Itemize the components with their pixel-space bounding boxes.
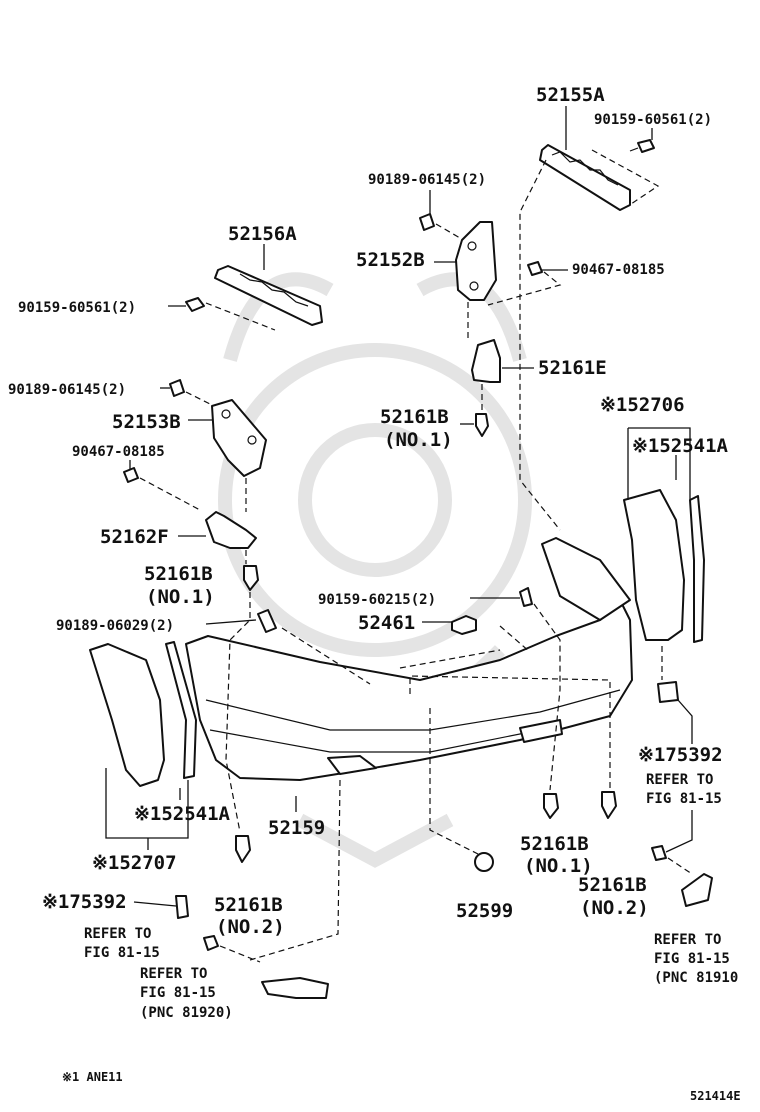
bracket-52153B-shape [211,399,267,477]
label-52161B-no1-upper: 52161B [380,406,449,428]
extension-52706-shape [623,489,705,643]
reflector-81920-shape [261,977,329,999]
label-90467-08185-left: 90467-08185 [72,444,165,460]
bolt-90159-60561-top-shape [629,139,655,153]
nut-90467-08185-left-shape [123,467,201,511]
label-52541A-left: ※152541A [134,803,231,825]
label-52161B-no2-right-sub: (NO.2) [580,897,649,919]
label-90189-06029: 90189-06029(2) [56,618,174,634]
label-refer-right-a-2: FIG 81-15 [646,791,722,807]
label-75392-left: ※175392 [42,891,127,913]
label-52161B-no2-left-sub: (NO.2) [216,916,285,938]
label-52159: 52159 [268,817,325,839]
label-refer-right-b-3: (PNC 81910 [654,970,738,986]
screw-refer-right-shape [651,845,693,875]
bumper-cover-52159-shape [185,537,633,781]
label-90189-06145-top: 90189-06145(2) [368,172,486,188]
retainer-52155A-shape [539,144,660,211]
label-52161B-no2-left: 52161B [214,894,283,916]
label-75392-right: ※175392 [638,744,723,766]
pad-52461-shape [451,615,477,635]
screw-90159-60215-shape [519,587,533,607]
bolt-90159-60561-left-shape [185,297,276,331]
nut-90467-08185-right-shape [487,261,562,306]
label-refer-left-b-1: REFER TO [140,966,207,982]
label-90159-60561-top: 90159-60561(2) [594,112,712,128]
label-52162F: 52162F [100,526,169,548]
label-refer-left-a-1: REFER TO [84,926,151,942]
label-52161B-no1-left: 52161B [144,563,213,585]
label-52161E: 52161E [538,357,607,379]
label-refer-right-b-2: FIG 81-15 [654,951,730,967]
label-52599: 52599 [456,900,513,922]
sensor-75392-right-shape [657,681,679,703]
label-90159-60561-left: 90159-60561(2) [18,300,136,316]
assembly-lines [225,159,663,961]
clip-90189-06145-left-shape [169,379,211,405]
label-refer-left-a-2: FIG 81-15 [84,945,160,961]
label-52161B-no2-right: 52161B [578,874,647,896]
label-52161B-no1-upper-sub: (NO.1) [384,429,453,451]
sensor-75392-left-shape [175,895,189,919]
reflector-81910-shape [681,873,713,907]
screw-refer-left-shape [203,935,261,963]
label-52541A-right: ※152541A [632,435,729,457]
clip-52161B-mid-shape [543,793,559,819]
clip-52161B-upper-shape [475,413,489,437]
label-52161B-no1-left-sub: (NO.1) [146,586,215,608]
clip-52161B-right-shape [601,791,617,819]
label-52461: 52461 [358,612,415,634]
bracket-52162F-shape [205,511,257,549]
clip-52161B-left-lower-shape [235,835,251,863]
label-52156A: 52156A [228,223,297,245]
label-52161B-no1-mid: 52161B [520,833,589,855]
footnote: ※1 ANE11 [62,1070,123,1084]
label-refer-left-b-2: FIG 81-15 [140,985,216,1001]
grommet-52599-shape [474,852,494,872]
label-90189-06145-left: 90189-06145(2) [8,382,126,398]
label-refer-left-b-3: (PNC 81920) [140,1005,233,1021]
label-90159-60215: 90159-60215(2) [318,592,436,608]
label-refer-right-b-1: REFER TO [654,932,721,948]
label-52161B-no1-mid-sub: (NO.1) [524,855,593,877]
label-52152B: 52152B [356,249,425,271]
bracket-52152B-shape [455,221,497,301]
leader-lines [105,106,693,907]
extension-52707-shape [89,641,197,787]
label-refer-right-a-1: REFER TO [646,772,713,788]
label-52707: ※152707 [92,852,177,874]
retainer-52156A-shape [214,265,323,326]
bracket-52161E-shape [471,339,501,383]
part-labels: 52155A 90159-60561(2) 90189-06145(2) 521… [8,84,741,1103]
figure-code: 521414E [690,1089,741,1103]
label-90467-08185-right: 90467-08185 [572,262,665,278]
clip-90189-06145-top-shape [419,213,461,239]
label-52706: ※152706 [600,394,685,416]
clip-52161B-left-shape [243,565,259,591]
clip-90189-06029-shape [257,609,277,633]
label-52155A: 52155A [536,84,605,106]
label-52153B: 52153B [112,411,181,433]
